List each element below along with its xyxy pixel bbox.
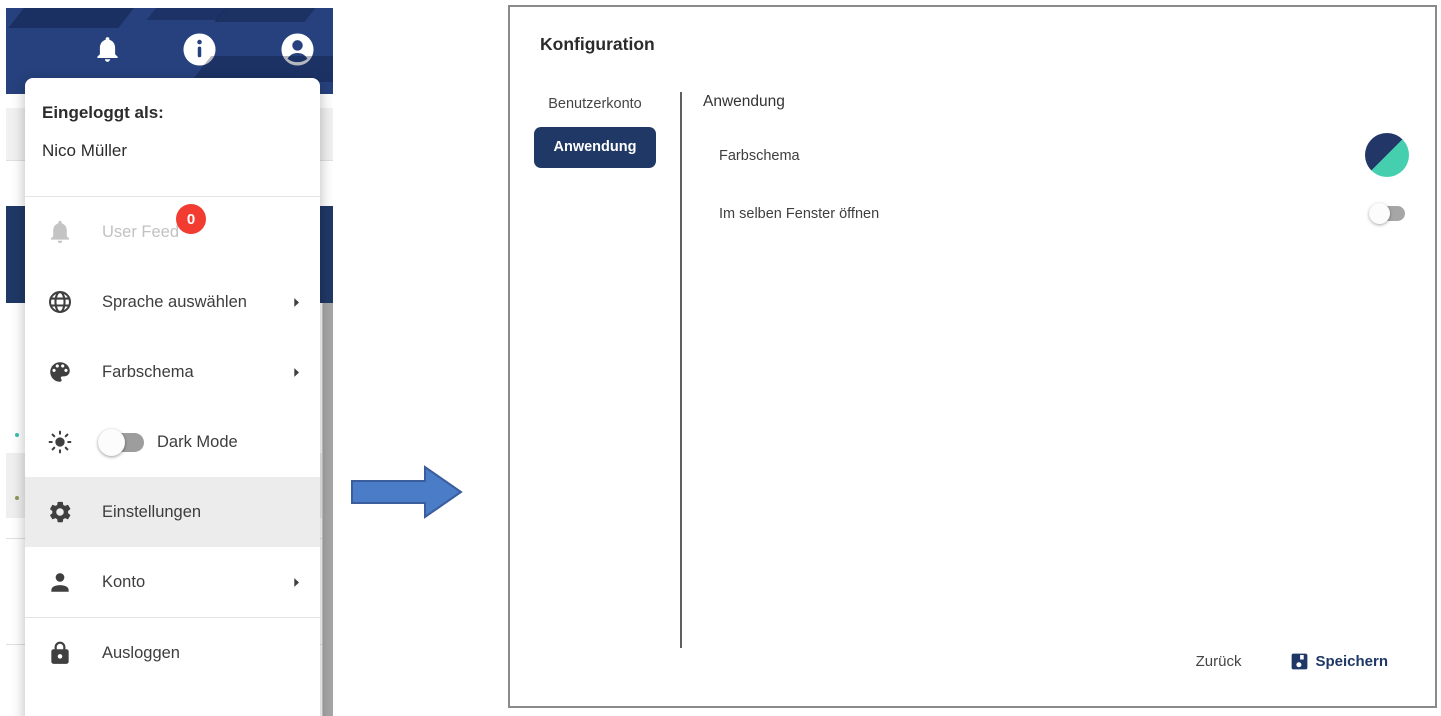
menu-item-color-scheme[interactable]: Farbschema: [25, 337, 320, 407]
menu-item-settings[interactable]: Einstellungen: [25, 477, 320, 547]
bell-icon: [47, 219, 73, 245]
logged-in-as-label: Eingeloggt als:: [42, 103, 164, 122]
globe-icon: [47, 289, 73, 315]
configuration-dialog: Konfiguration Benutzerkonto Anwendung An…: [508, 5, 1437, 708]
flow-arrow: [351, 465, 463, 519]
menu-item-label: User Feed: [102, 222, 180, 241]
menu-item-dark-mode[interactable]: Dark Mode: [25, 407, 320, 477]
menu-item-label: Farbschema: [102, 362, 194, 381]
dialog-footer: Zurück Speichern: [1194, 647, 1390, 676]
setting-label-farbschema: Farbschema: [719, 148, 800, 164]
dark-mode-toggle[interactable]: [98, 428, 144, 456]
dialog-title: Konfiguration: [540, 34, 655, 54]
header-pattern: [214, 8, 322, 22]
section-title: Anwendung: [703, 93, 785, 110]
tab-anwendung[interactable]: Anwendung: [534, 127, 656, 168]
menu-item-logout[interactable]: Ausloggen: [25, 618, 320, 688]
save-button-label: Speichern: [1315, 653, 1388, 670]
menu-item-language[interactable]: Sprache auswählen: [25, 267, 320, 337]
menu-item-label: Ausloggen: [102, 643, 180, 662]
submenu-chevron-icon: [289, 295, 304, 310]
tab-content-divider: [680, 92, 682, 648]
page-content-speck: [15, 496, 19, 500]
menu-divider: [25, 196, 320, 197]
lock-icon: [47, 640, 73, 666]
menu-item-account[interactable]: Konto: [25, 547, 320, 617]
user-menu-dropdown: Eingeloggt als: Nico Müller User Feed 0 …: [25, 78, 320, 716]
back-button[interactable]: Zurück: [1194, 649, 1244, 674]
menu-item-label: Sprache auswählen: [102, 292, 247, 311]
save-button[interactable]: Speichern: [1287, 647, 1390, 676]
submenu-chevron-icon: [289, 575, 304, 590]
color-scheme-circle[interactable]: [1365, 133, 1409, 177]
gear-icon: [47, 499, 73, 525]
toggle-knob: [98, 428, 125, 456]
submenu-chevron-icon: [289, 365, 304, 380]
app-panel: Eingeloggt als: Nico Müller User Feed 0 …: [6, 8, 333, 716]
tab-benutzerkonto[interactable]: Benutzerkonto: [532, 95, 658, 113]
toggle-knob: [1369, 203, 1390, 224]
menu-item-user-feed[interactable]: User Feed 0: [25, 197, 320, 267]
user-menu-header: Eingeloggt als: Nico Müller: [25, 78, 320, 196]
same-window-toggle[interactable]: [1369, 203, 1405, 224]
sun-icon: [47, 429, 73, 455]
info-icon[interactable]: [182, 32, 217, 67]
person-icon: [47, 569, 73, 595]
scrollbar-thumb[interactable]: [322, 303, 333, 716]
menu-item-label: Konto: [102, 572, 146, 591]
page-content-speck: [15, 433, 19, 437]
account-icon[interactable]: [280, 32, 315, 67]
user-name: Nico Müller: [42, 141, 128, 160]
palette-icon: [47, 359, 73, 385]
menu-item-label: Einstellungen: [102, 502, 202, 521]
menu-divider: [25, 617, 320, 618]
notification-badge: 0: [176, 204, 207, 234]
save-icon: [1289, 651, 1310, 672]
setting-label-same-window: Im selben Fenster öffnen: [719, 206, 880, 222]
menu-item-label: Dark Mode: [157, 432, 238, 451]
bell-icon[interactable]: [93, 34, 122, 65]
